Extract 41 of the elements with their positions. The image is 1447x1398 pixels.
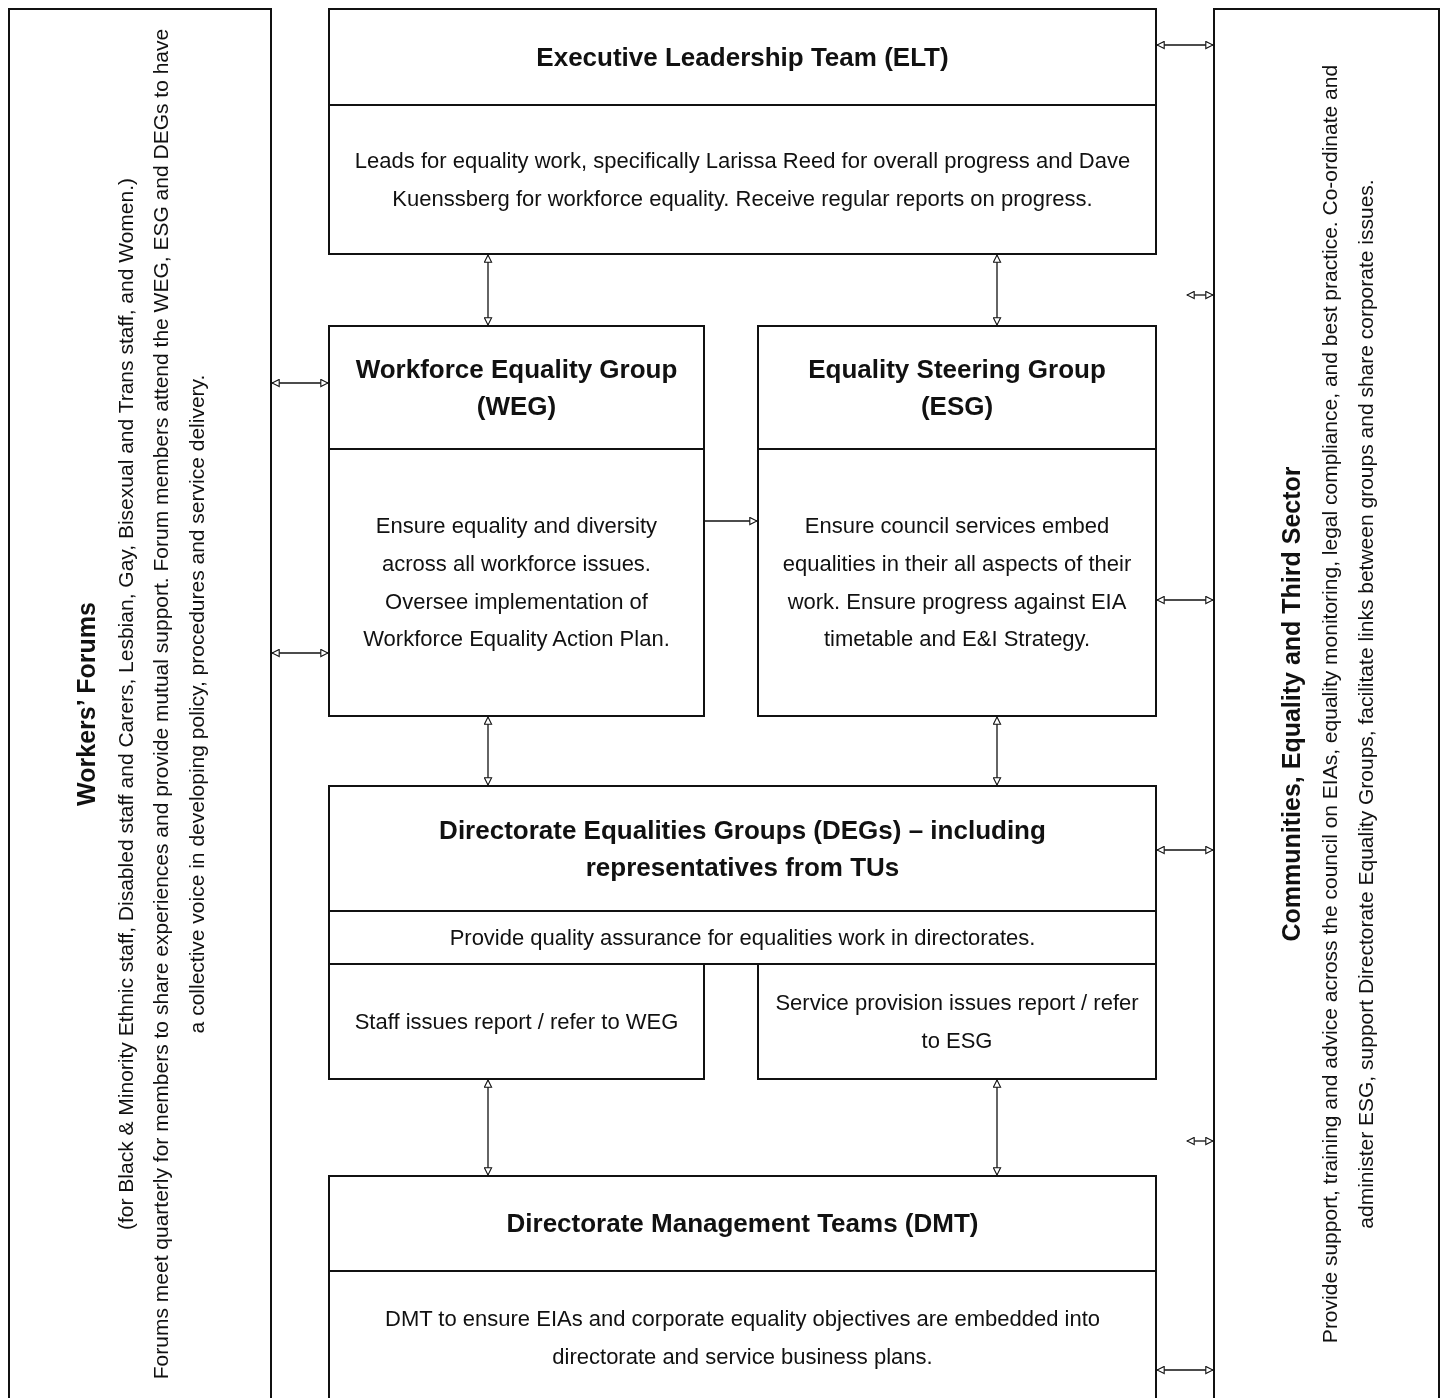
double-arrow: [704, 516, 758, 526]
group-description: DMT to ensure EIAs and corporate equality objectives are embedded into directorate and service business plans.: [384, 1304, 1101, 1371]
double-arrow: [1156, 845, 1214, 855]
group-title: Equality Steering Group (ESG): [759, 327, 1155, 450]
double-arrow: [483, 254, 493, 326]
double-arrow: [271, 648, 329, 658]
committee-box: [328, 8, 1157, 255]
double-arrow: [483, 1079, 493, 1176]
double-arrow: [483, 716, 493, 786]
double-arrow: [1186, 290, 1214, 300]
panel-description: Provide support, training and advice across the council on EIAs, equality monitoring, legal compliance, and best practice. Co-ordinate and administer ESG, support Directorate Equality Groups, facilitate links between groups and share corporate issues.: [1317, 63, 1378, 1346]
committee-box: [757, 325, 1157, 717]
double-arrow: [271, 378, 329, 388]
group-description: Ensure council services embed equalities in their all aspects of their work. Ensure progress against EIA timetable and E&I Strategy.: [781, 511, 1133, 654]
group-description: Ensure equality and diversity across all workforce issues. Oversee implementation of Workforce Equality Action Plan.: [362, 511, 671, 654]
group-description: Provide quality assurance for equalities work in directorates.: [448, 923, 1037, 952]
double-arrow: [992, 1079, 1002, 1176]
committee-box: [757, 963, 1157, 1080]
group-description: Staff issues report / refer to WEG: [353, 1007, 680, 1036]
group-title: Executive Leadership Team (ELT): [330, 10, 1155, 106]
double-arrow: [1156, 595, 1214, 605]
committee-box: [328, 325, 705, 717]
panel-title: Communities, Equality and Third Sector: [1275, 466, 1306, 942]
panel-description: Forums meet quarterly for members to share experiences and provide mutual support. Forum members attend the WEG, ESG and DEGs to have a collective voice in developing policy, procedures and service delivery.: [148, 28, 210, 1380]
double-arrow: [1156, 1365, 1214, 1375]
group-title: Directorate Equalities Groups (DEGs) – including representatives from TUs: [330, 787, 1155, 912]
committee-box: [328, 963, 705, 1080]
double-arrow: [1156, 40, 1214, 50]
group-description: Service provision issues report / refer to ESG: [774, 988, 1140, 1055]
side-panel: [8, 8, 272, 1398]
group-title: Directorate Management Teams (DMT): [330, 1177, 1155, 1272]
panel-title: Workers’ Forums: [71, 602, 102, 806]
double-arrow: [1186, 1136, 1214, 1146]
group-description: Leads for equality work, specifically Larissa Reed for overall progress and Dave Kuenssberg for workforce equality. Receive regular reports on progress.: [353, 146, 1132, 213]
double-arrow: [992, 254, 1002, 326]
group-title: Workforce Equality Group (WEG): [330, 327, 703, 450]
double-arrow: [992, 716, 1002, 786]
side-panel: [1213, 8, 1440, 1398]
panel-description: (for Black & Minority Ethnic staff, Disabled staff and Carers, Lesbian, Gay, Bisexual and Trans staff, and Women.): [112, 177, 138, 1231]
committee-box: [328, 1175, 1157, 1398]
committee-box: [328, 785, 1157, 965]
